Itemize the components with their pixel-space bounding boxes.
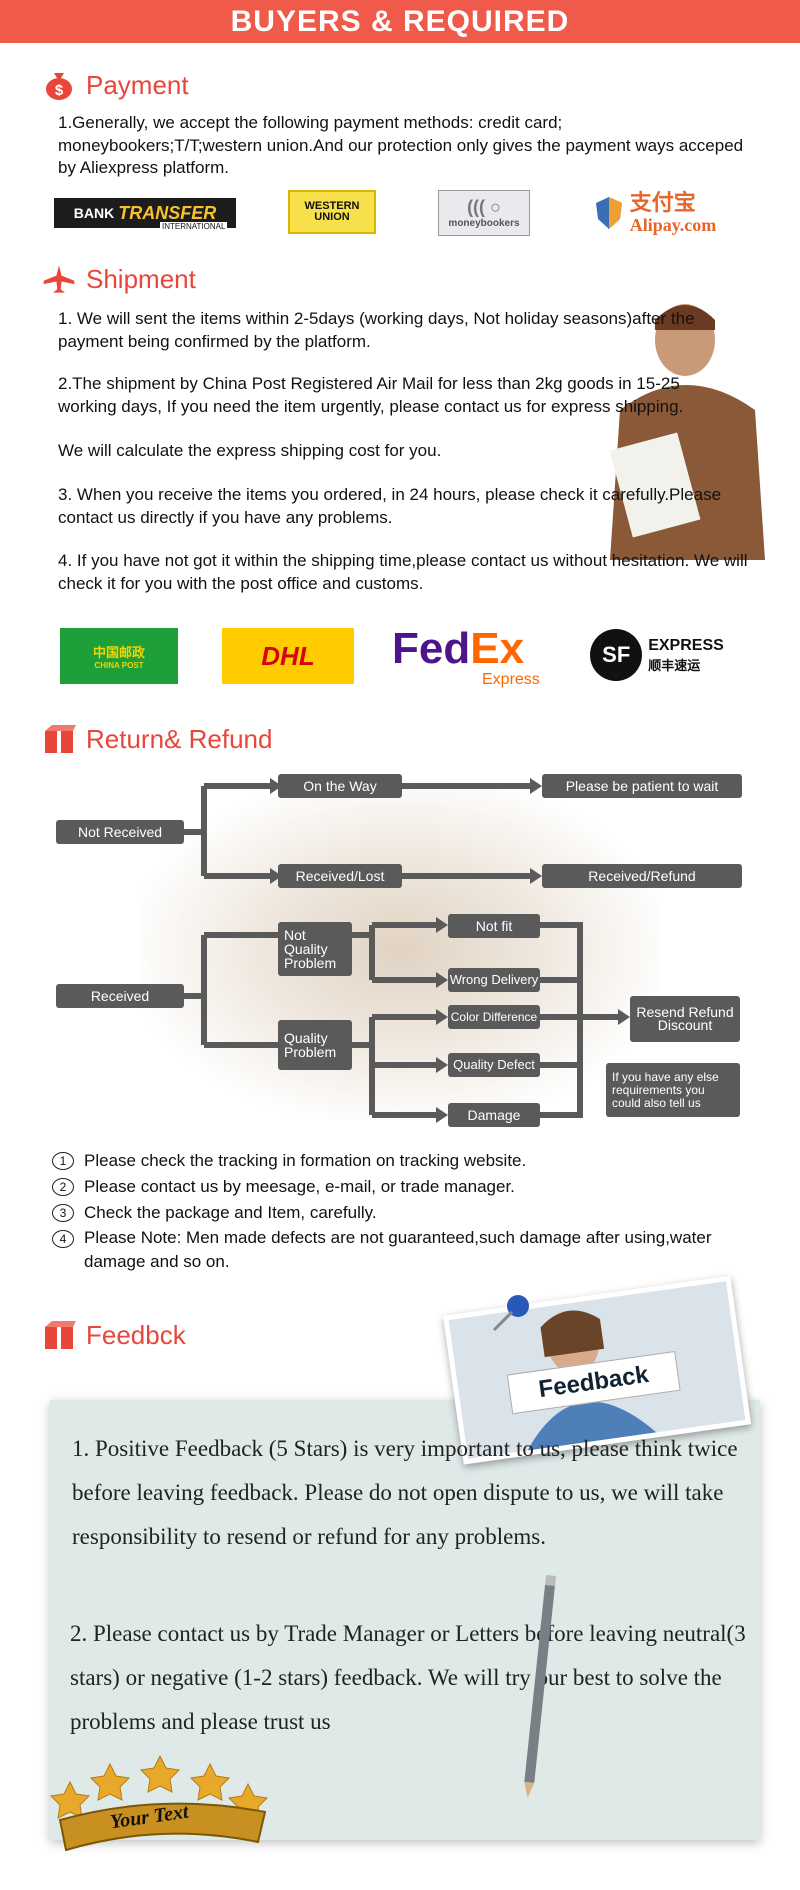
box-be-patient: Please be patient to wait xyxy=(542,774,742,798)
box-not-quality-problem: Not Quality Problem xyxy=(278,922,352,976)
box-damage: Damage xyxy=(448,1103,540,1127)
feedback-point-2: 2. Please contact us by Trade Manager or… xyxy=(70,1621,746,1734)
western-union-logo: WESTERN UNION xyxy=(288,190,376,234)
box-resend-refund-discount: Resend Refund Discount xyxy=(630,996,740,1042)
fedex-logo: FedEx Express xyxy=(392,624,540,689)
box-wrong-delivery: Wrong Delivery xyxy=(448,968,540,992)
dhl-logo: DHL xyxy=(222,628,354,684)
svg-text:$: $ xyxy=(55,82,64,99)
payment-text: 1.Generally, we accept the following pay… xyxy=(58,113,744,177)
feedback-point-1: 1. Positive Feedback (5 Stars) is very i… xyxy=(72,1436,738,1549)
box-not-received: Not Received xyxy=(56,820,184,844)
page-title: BUYERS & REQUIRED xyxy=(230,5,570,38)
pushpin-icon xyxy=(486,1290,536,1345)
box-icon xyxy=(42,1318,76,1352)
refund-heading: Return& Refund xyxy=(42,722,272,756)
shipment-point-4: 4. If you have not got it within the shi… xyxy=(58,551,748,593)
stars-icon xyxy=(49,1754,269,1852)
money-bag-icon: $ xyxy=(42,68,76,102)
shipment-heading: Shipment xyxy=(42,262,196,296)
box-color-difference: Color Difference xyxy=(448,1005,540,1029)
shipment-point-1: 1. We will sent the items within 2-5days… xyxy=(58,309,695,351)
box-icon xyxy=(42,722,76,756)
star-badge: Your Text xyxy=(40,1752,280,1860)
alipay-logo: 支付宝 Alipay.com xyxy=(575,188,735,238)
moneybookers-logo: ((( ○ moneybookers xyxy=(438,190,530,236)
page-banner: BUYERS & REQUIRED xyxy=(0,0,800,43)
box-received-refund: Received/Refund xyxy=(542,864,742,888)
feedback-title: Feedbck xyxy=(86,1319,186,1350)
box-received-lost: Received/Lost xyxy=(278,864,402,888)
shipment-point-3: 3. When you receive the items you ordere… xyxy=(58,485,722,527)
box-else-requirements: If you have any else requirements you co… xyxy=(606,1063,740,1117)
airplane-icon xyxy=(42,262,76,296)
refund-title: Return& Refund xyxy=(86,723,273,754)
refund-flow-connectors xyxy=(184,778,630,1123)
bank-transfer-sub: INTERNATIONAL xyxy=(160,222,228,231)
box-received: Received xyxy=(56,984,184,1008)
feedback-photo: Feedback xyxy=(442,1275,752,1465)
box-quality-defect: Quality Defect xyxy=(448,1053,540,1077)
box-quality-problem: Quality Problem xyxy=(278,1020,352,1070)
payment-heading: $ Payment xyxy=(42,68,189,102)
box-not-fit: Not fit xyxy=(448,914,540,938)
delivery-man-image xyxy=(580,290,780,560)
shipment-title: Shipment xyxy=(86,263,196,294)
sf-express-logo: SF EXPRESS 顺丰速运 xyxy=(582,628,732,682)
shipment-point-2: 2.The shipment by China Post Registered … xyxy=(58,374,684,416)
shield-icon xyxy=(595,197,622,229)
feedback-panel xyxy=(50,1400,760,1840)
shipment-point-2b: We will calculate the express shipping c… xyxy=(58,441,442,460)
pencil-icon xyxy=(520,1575,560,1810)
china-post-logo: 中国邮政 CHINA POST xyxy=(60,628,178,684)
payment-title: Payment xyxy=(86,69,189,100)
feedback-heading: Feedbck xyxy=(42,1318,186,1352)
box-on-the-way: On the Way xyxy=(278,774,402,798)
